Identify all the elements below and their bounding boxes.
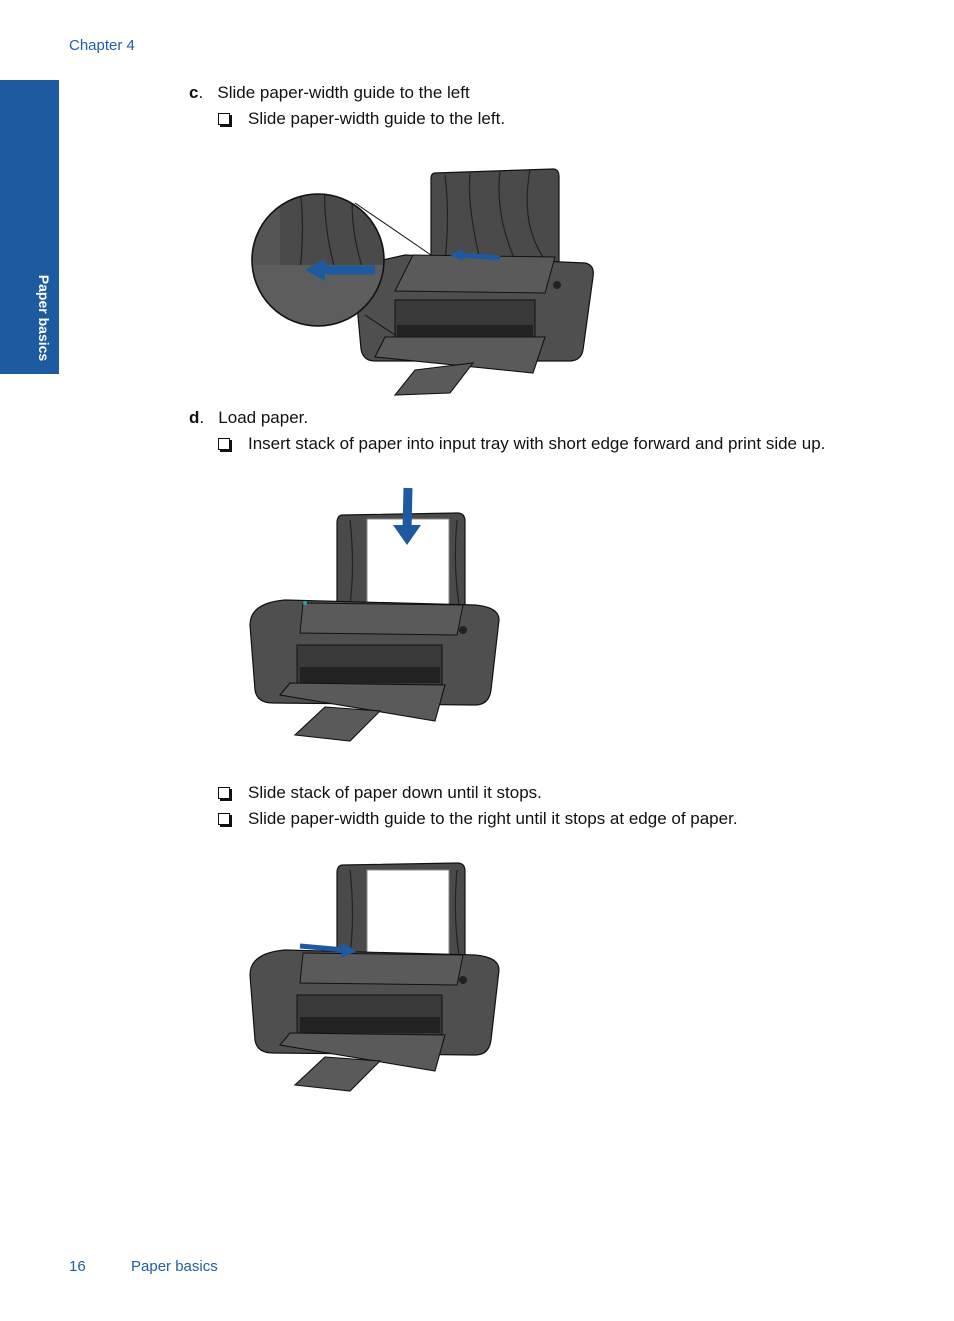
step-c: c. Slide paper-width guide to the left [189, 83, 470, 102]
check-text: Slide paper-width guide to the left. [248, 109, 506, 128]
checkbox-icon [218, 113, 230, 125]
figure-insert-paper [249, 487, 500, 742]
step-letter: d [189, 408, 200, 427]
figure-slide-guide-left [251, 168, 594, 396]
checkbox-icon [218, 813, 230, 825]
check-text: Insert stack of paper into input tray wi… [248, 434, 826, 453]
checkbox-icon [218, 787, 230, 799]
step-text: Load paper. [218, 408, 309, 427]
check-text: Slide paper-width guide to the right unt… [248, 809, 738, 828]
figure-slide-guide-right [249, 862, 500, 1092]
checklist-item: Slide paper-width guide to the left. [218, 109, 505, 129]
checkbox-icon [218, 438, 230, 450]
checklist-item: Insert stack of paper into input tray wi… [218, 434, 825, 454]
check-text: Slide stack of paper down until it stops… [248, 783, 542, 802]
step-d: d. Load paper. [189, 408, 309, 427]
checklist-item: Slide stack of paper down until it stops… [218, 783, 542, 803]
page-number: 16 [69, 1258, 86, 1275]
step-text: Slide paper-width guide to the left [217, 83, 470, 102]
chapter-header: Chapter 4 [69, 37, 135, 54]
footer-section-title: Paper basics [131, 1258, 218, 1275]
checklist-item: Slide paper-width guide to the right unt… [218, 809, 738, 829]
side-tab-label: Paper basics [36, 274, 52, 362]
side-tab [0, 80, 59, 374]
step-letter: c [189, 83, 199, 102]
